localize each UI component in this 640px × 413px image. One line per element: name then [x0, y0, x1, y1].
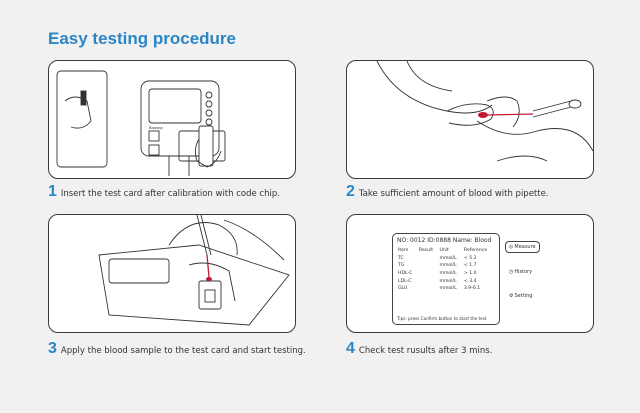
- menu-label: History: [514, 269, 533, 275]
- step-text: Insert the test card after calibration w…: [60, 189, 280, 199]
- item-cell: HDL-C: [398, 271, 413, 277]
- item-cell: GLU: [398, 286, 408, 292]
- column-header: Reference: [463, 248, 488, 254]
- step-4-illustration: NO: 0012 ID:0888 Name: Blood Item Result…: [346, 214, 594, 333]
- unit-cell: mmol/L: [439, 263, 457, 269]
- step-1-caption: 1 Insert the test card after calibration…: [48, 184, 280, 200]
- clock-icon: ◷: [509, 269, 514, 275]
- result-cell: [418, 270, 439, 278]
- table-row: GLU mmol/L 3.9-6.1: [397, 285, 495, 293]
- table-row: TC mmol/L < 5.2: [397, 255, 495, 263]
- insert-card-drawing: Bioeasy: [56, 70, 226, 176]
- menu-history: ◷ History: [509, 269, 532, 275]
- result-cell: [418, 255, 439, 263]
- step-number: 3: [48, 340, 57, 357]
- reference-cell: > 1.0: [463, 271, 477, 277]
- step-number: 1: [48, 183, 57, 200]
- result-cell: [418, 277, 439, 285]
- unit-cell: mmol/L: [439, 255, 457, 261]
- step-number: 2: [346, 183, 355, 200]
- menu-setting: ⚙ Setting: [509, 293, 532, 299]
- screen-tips: Tips: press Confirm button to start the …: [397, 316, 487, 321]
- reference-cell: < 3.4: [463, 278, 477, 284]
- item-cell: LDL-C: [398, 278, 412, 284]
- item-cell: TG: [398, 263, 405, 269]
- table-row: LDL-C mmol/L < 3.4: [397, 277, 495, 285]
- column-header: Result: [418, 248, 434, 254]
- step-3-caption: 3 Apply the blood sample to the test car…: [48, 341, 306, 357]
- step-1-illustration: Bioeasy: [48, 60, 296, 179]
- unit-cell: mmol/L: [439, 286, 457, 292]
- unit-cell: mmol/L: [439, 271, 457, 277]
- record-id: ID:0888: [427, 237, 451, 244]
- gear-icon: ⚙: [509, 293, 514, 299]
- table-row: HDL-C mmol/L > 1.0: [397, 270, 495, 278]
- screen-menu: ◎ Measure ◷ History ⚙ Setting: [505, 233, 547, 325]
- reference-cell: 3.9-6.1: [463, 286, 481, 292]
- menu-label: Setting: [514, 293, 533, 299]
- result-cell: [418, 262, 439, 270]
- unit-cell: mmol/L: [439, 278, 457, 284]
- step-2-caption: 2 Take sufficient amount of blood with p…: [346, 184, 549, 200]
- column-header: Item: [398, 248, 409, 254]
- finger-pipette-drawing: [376, 61, 593, 162]
- step-text: Check test rusults after 3 mins.: [358, 346, 493, 356]
- step-2-illustration: [346, 60, 594, 179]
- results-table: Item Result Unit Reference TC mmol/L < 5…: [397, 247, 495, 293]
- apply-sample-drawing: [98, 215, 290, 326]
- record-name: Name: Blood: [452, 237, 492, 244]
- column-header: Unit: [439, 248, 449, 254]
- reference-cell: < 1.7: [463, 263, 477, 269]
- table-row: TG mmol/L < 1.7: [397, 262, 495, 270]
- step-number: 4: [346, 340, 355, 357]
- result-cell: [418, 285, 439, 293]
- page-title: Easy testing procedure: [48, 29, 237, 48]
- table-header-row: Item Result Unit Reference: [397, 247, 495, 255]
- step-4-caption: 4 Check test rusults after 3 mins.: [346, 341, 492, 357]
- device-brand-label: Bioeasy: [149, 126, 164, 130]
- step-text: Take sufficient amount of blood with pip…: [358, 189, 549, 199]
- measure-icon: ◎: [509, 244, 514, 250]
- screen-header: NO: 0012 ID:0888 Name: Blood: [397, 237, 495, 244]
- record-number: NO: 0012: [397, 237, 426, 244]
- menu-measure: ◎ Measure: [505, 241, 540, 253]
- step-3-illustration: [48, 214, 296, 333]
- item-cell: TC: [398, 255, 404, 261]
- step-text: Apply the blood sample to the test card …: [60, 346, 306, 356]
- reference-cell: < 5.2: [463, 255, 477, 261]
- menu-label: Measure: [514, 244, 536, 250]
- device-screen: NO: 0012 ID:0888 Name: Blood Item Result…: [392, 233, 500, 325]
